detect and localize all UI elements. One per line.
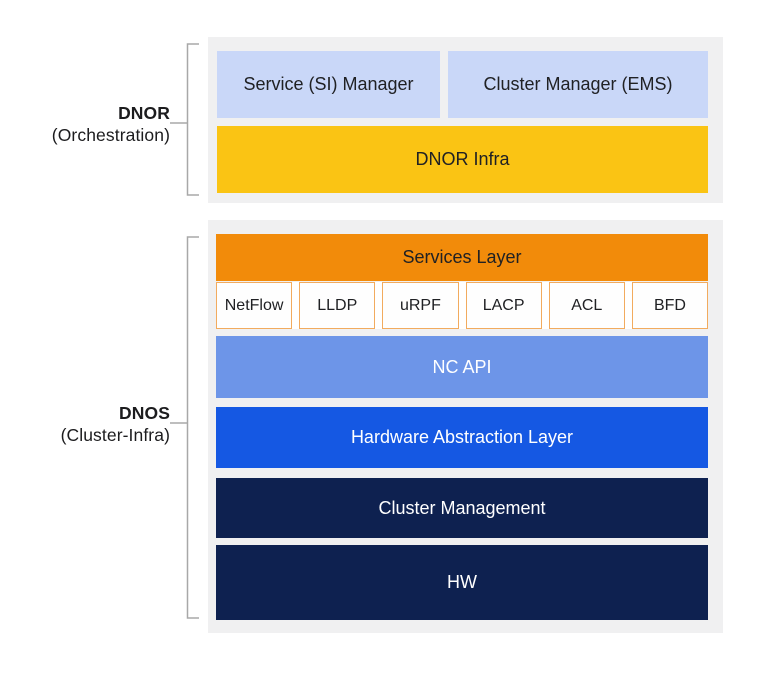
service-module-netflow: NetFlow <box>216 282 293 329</box>
service-si-manager-box: Service (SI) Manager <box>217 51 440 118</box>
dnor-bracket <box>170 43 199 196</box>
dnor-panel: Service (SI) Manager Cluster Manager (EM… <box>208 37 723 203</box>
dnos-panel: Services Layer NetFlow LLDP uRPF LACP AC… <box>208 220 723 633</box>
hardware-abstraction-layer-box: Hardware Abstraction Layer <box>216 407 708 468</box>
dnor-infra-box: DNOR Infra <box>217 126 708 193</box>
cluster-manager-ems-box: Cluster Manager (EMS) <box>448 51 708 118</box>
services-layer-box: Services Layer <box>216 234 708 281</box>
service-module-urpf: uRPF <box>382 282 459 329</box>
nc-api-box: NC API <box>216 336 708 398</box>
dnor-label-subtitle: (Orchestration) <box>51 125 170 145</box>
dnor-label: DNOR (Orchestration) <box>0 102 170 146</box>
hw-box: HW <box>216 545 708 620</box>
dnor-label-title: DNOR <box>118 103 170 123</box>
service-module-acl: ACL <box>548 282 625 329</box>
dnos-label-subtitle: (Cluster-Infra) <box>60 425 170 445</box>
service-module-bfd: BFD <box>631 282 709 329</box>
dnos-label: DNOS (Cluster-Infra) <box>0 402 170 446</box>
service-module-lldp: LLDP <box>299 282 376 329</box>
dnos-label-title: DNOS <box>119 403 170 423</box>
service-module-lacp: LACP <box>465 282 542 329</box>
dnos-bracket <box>170 236 199 619</box>
cluster-management-box: Cluster Management <box>216 478 708 538</box>
service-modules-row: NetFlow LLDP uRPF LACP ACL BFD <box>216 282 709 329</box>
